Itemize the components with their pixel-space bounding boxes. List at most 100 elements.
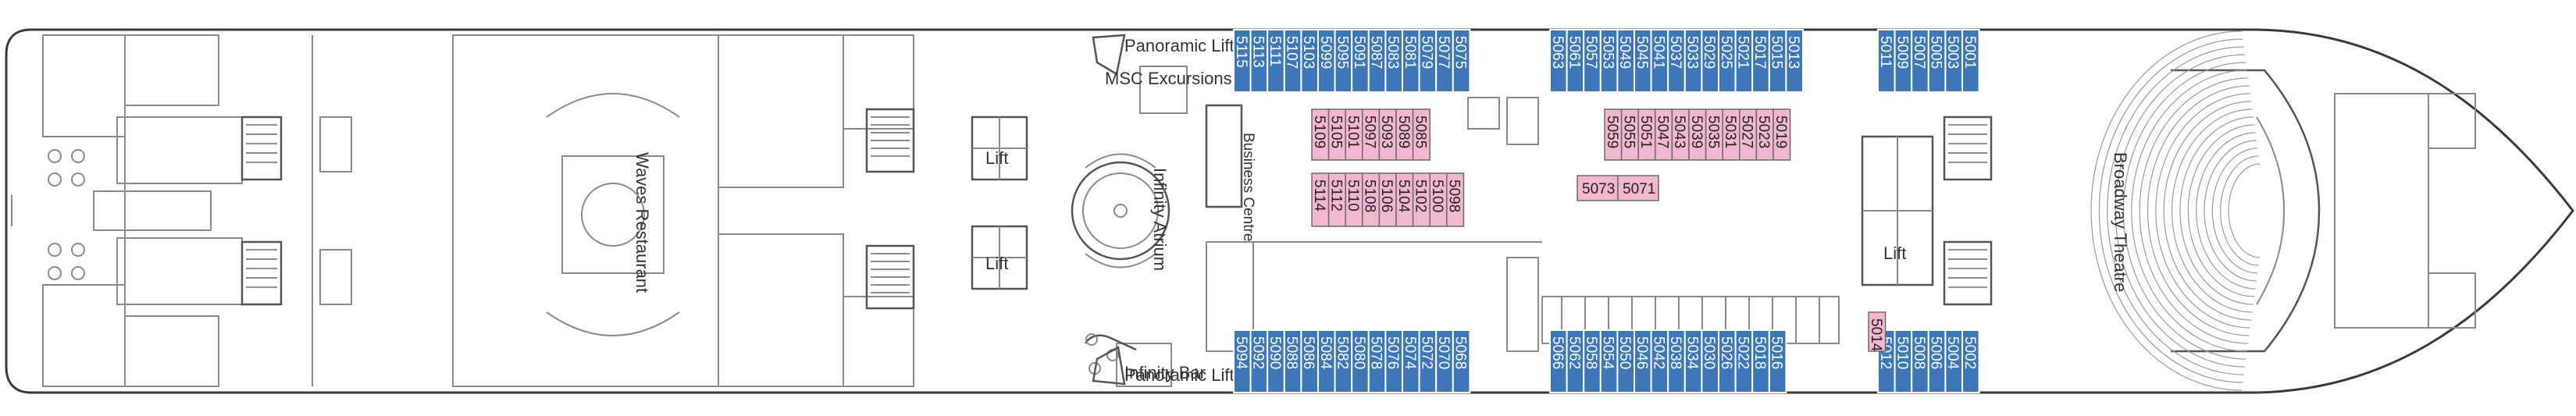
cabin-5019[interactable]: 5019 <box>1773 108 1791 161</box>
cabin-5081[interactable]: 5081 <box>1402 29 1420 93</box>
cabin-5030[interactable]: 5030 <box>1701 329 1719 393</box>
cabin-5078[interactable]: 5078 <box>1368 329 1387 393</box>
cabin-box[interactable] <box>1785 29 1804 93</box>
cabin-5043[interactable]: 5043 <box>1671 108 1690 161</box>
cabin-5016[interactable]: 5016 <box>1768 329 1787 393</box>
cabin-5008[interactable]: 5008 <box>1911 329 1929 393</box>
cabin-5027[interactable]: 5027 <box>1739 108 1758 161</box>
cabin-5018[interactable]: 5018 <box>1751 329 1770 393</box>
cabin-box[interactable] <box>1961 29 1980 93</box>
cabin-5112[interactable]: 5112 <box>1327 172 1346 227</box>
cabin-5042[interactable]: 5042 <box>1650 329 1669 393</box>
cabin-5037[interactable]: 5037 <box>1667 29 1686 93</box>
cabin-5046[interactable]: 5046 <box>1634 329 1652 393</box>
cabin-5045[interactable]: 5045 <box>1634 29 1652 93</box>
cabin-5072[interactable]: 5072 <box>1418 329 1438 393</box>
cabin-5004[interactable]: 5004 <box>1944 329 1963 393</box>
cabin-5098[interactable]: 5098 <box>1446 172 1465 227</box>
cabin-box[interactable] <box>1452 329 1471 393</box>
cabin-5003[interactable]: 5003 <box>1944 29 1963 93</box>
cabin-5090[interactable]: 5090 <box>1267 329 1285 393</box>
cabin-5113[interactable]: 5113 <box>1249 29 1269 93</box>
cabin-5009[interactable]: 5009 <box>1894 29 1913 93</box>
cabin-5077[interactable]: 5077 <box>1435 29 1454 93</box>
cabin-5014[interactable]: 5014 <box>1868 311 1887 352</box>
cabin-5054[interactable]: 5054 <box>1600 329 1619 393</box>
cabin-5013[interactable]: 5013 <box>1785 29 1804 93</box>
cabin-5080[interactable]: 5080 <box>1351 329 1370 393</box>
cabin-5114[interactable]: 5114 <box>1311 172 1330 227</box>
cabin-box[interactable] <box>1412 108 1431 161</box>
cabin-5093[interactable]: 5093 <box>1378 108 1397 161</box>
cabin-5002[interactable]: 5002 <box>1961 329 1980 393</box>
cabin-5085[interactable]: 5085 <box>1412 108 1431 161</box>
cabin-5021[interactable]: 5021 <box>1734 29 1754 93</box>
cabin-5097[interactable]: 5097 <box>1362 108 1381 161</box>
cabin-5092[interactable]: 5092 <box>1249 329 1269 393</box>
cabin-box[interactable] <box>1768 329 1787 393</box>
cabin-5001[interactable]: 5001 <box>1961 29 1980 93</box>
cabin-5102[interactable]: 5102 <box>1412 172 1431 227</box>
cabin-5074[interactable]: 5074 <box>1402 329 1420 393</box>
cabin-5082[interactable]: 5082 <box>1334 329 1353 393</box>
cabin-5103[interactable]: 5103 <box>1300 29 1320 93</box>
cabin-5026[interactable]: 5026 <box>1718 329 1737 393</box>
cabin-5059[interactable]: 5059 <box>1604 108 1623 161</box>
cabin-5022[interactable]: 5022 <box>1734 329 1754 393</box>
cabin-5091[interactable]: 5091 <box>1351 29 1370 93</box>
cabin-5033[interactable]: 5033 <box>1684 29 1703 93</box>
cabin-5025[interactable]: 5025 <box>1718 29 1737 93</box>
cabin-5007[interactable]: 5007 <box>1911 29 1929 93</box>
cabin-box[interactable] <box>1446 172 1465 227</box>
cabin-5035[interactable]: 5035 <box>1705 108 1723 161</box>
cabin-5095[interactable]: 5095 <box>1334 29 1353 93</box>
cabin-5062[interactable]: 5062 <box>1566 329 1585 393</box>
cabin-5099[interactable]: 5099 <box>1317 29 1336 93</box>
cabin-5105[interactable]: 5105 <box>1327 108 1346 161</box>
cabin-5066[interactable]: 5066 <box>1549 329 1568 393</box>
cabin-5109[interactable]: 5109 <box>1311 108 1330 161</box>
cabin-5088[interactable]: 5088 <box>1284 329 1302 393</box>
cabin-5094[interactable]: 5094 <box>1233 329 1252 393</box>
cabin-5061[interactable]: 5061 <box>1566 29 1585 93</box>
cabin-5049[interactable]: 5049 <box>1616 29 1635 93</box>
cabin-5015[interactable]: 5015 <box>1769 29 1787 93</box>
cabin-5111[interactable]: 5111 <box>1267 29 1285 93</box>
cabin-5076[interactable]: 5076 <box>1384 329 1404 393</box>
cabin-5055[interactable]: 5055 <box>1620 108 1639 161</box>
cabin-5070[interactable]: 5070 <box>1435 329 1454 393</box>
cabin-5058[interactable]: 5058 <box>1583 329 1602 393</box>
cabin-5057[interactable]: 5057 <box>1583 29 1602 93</box>
cabin-5011[interactable]: 5011 <box>1877 29 1896 93</box>
cabin-box[interactable] <box>1773 108 1791 161</box>
cabin-5106[interactable]: 5106 <box>1378 172 1397 227</box>
cabin-5034[interactable]: 5034 <box>1684 329 1703 393</box>
cabin-5079[interactable]: 5079 <box>1418 29 1438 93</box>
cabin-5031[interactable]: 5031 <box>1722 108 1740 161</box>
cabin-5084[interactable]: 5084 <box>1317 329 1336 393</box>
cabin-box[interactable] <box>1617 175 1659 201</box>
cabin-5063[interactable]: 5063 <box>1549 29 1568 93</box>
cabin-5039[interactable]: 5039 <box>1688 108 1707 161</box>
cabin-5017[interactable]: 5017 <box>1751 29 1770 93</box>
cabin-5050[interactable]: 5050 <box>1616 329 1635 393</box>
cabin-5047[interactable]: 5047 <box>1655 108 1673 161</box>
cabin-5041[interactable]: 5041 <box>1650 29 1669 93</box>
cabin-box[interactable] <box>1868 311 1887 352</box>
cabin-5010[interactable]: 5010 <box>1894 329 1913 393</box>
cabin-5086[interactable]: 5086 <box>1300 329 1320 393</box>
cabin-5051[interactable]: 5051 <box>1637 108 1656 161</box>
cabin-5073[interactable]: 5073 <box>1577 175 1619 201</box>
cabin-box[interactable] <box>1452 29 1471 93</box>
cabin-5087[interactable]: 5087 <box>1368 29 1387 93</box>
cabin-5023[interactable]: 5023 <box>1755 108 1774 161</box>
cabin-5075[interactable]: 5075 <box>1452 29 1471 93</box>
cabin-box[interactable] <box>1577 175 1619 201</box>
cabin-5006[interactable]: 5006 <box>1928 329 1947 393</box>
cabin-box[interactable] <box>1961 329 1980 393</box>
cabin-5071[interactable]: 5071 <box>1617 175 1659 201</box>
cabin-5108[interactable]: 5108 <box>1362 172 1381 227</box>
cabin-5068[interactable]: 5068 <box>1452 329 1471 393</box>
cabin-5104[interactable]: 5104 <box>1395 172 1414 227</box>
cabin-5029[interactable]: 5029 <box>1701 29 1719 93</box>
